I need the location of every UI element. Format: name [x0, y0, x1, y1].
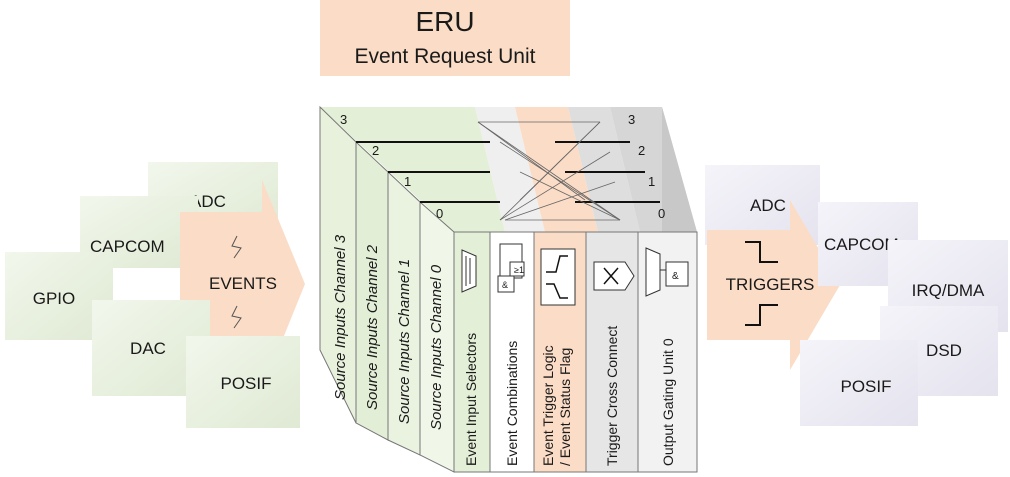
eru-cube: 3 2 1 0 3 2 1 0 Source Inputs Channel 3 …: [319, 105, 698, 473]
output-module-posif: POSIF: [800, 340, 918, 426]
column-label: Event Trigger Logic: [540, 345, 556, 466]
cross-connect-icon: [593, 261, 635, 291]
column-label: Trigger Cross Connect: [604, 326, 620, 466]
input-module-label: CAPCOM: [90, 237, 165, 256]
channel-number: 1: [404, 174, 411, 189]
column-label: Output Gating Unit 0: [660, 338, 676, 466]
input-module-label: DAC: [130, 339, 166, 358]
channel-label-2: Source Inputs Channel 2: [364, 244, 381, 410]
channel-label-1: Source Inputs Channel 1: [396, 259, 413, 424]
channel-number: 0: [436, 206, 443, 221]
svg-text:&: &: [672, 271, 679, 282]
channel-label-3: Source Inputs Channel 3: [332, 234, 349, 400]
output-module-label: ADC: [750, 196, 786, 215]
events-label: EVENTS: [209, 274, 277, 293]
channel-number: 3: [340, 112, 347, 127]
input-module-label: POSIF: [220, 374, 271, 393]
gating-icon: &: [645, 247, 689, 297]
logic-gate-icon: ≥1 &: [497, 243, 525, 293]
output-module-label: POSIF: [840, 377, 891, 396]
output-module-label: CAPCOM: [824, 235, 899, 254]
triggers-label: TRIGGERS: [726, 275, 815, 294]
input-module-posif: POSIF: [186, 336, 300, 428]
svg-text:&: &: [502, 280, 508, 290]
channel-label-0: Source Inputs Channel 0: [428, 264, 445, 430]
eru-full-name: Event Request Unit: [354, 45, 536, 68]
output-module-label: DSD: [926, 341, 962, 360]
input-module-label: GPIO: [33, 289, 76, 308]
cross-connect-mesh: [477, 121, 621, 221]
input-module-label: ADC: [190, 192, 226, 211]
output-module-label: IRQ/DMA: [912, 281, 985, 300]
output-number: 1: [648, 174, 655, 189]
eru-title-box: ERU Event Request Unit: [320, 0, 570, 76]
channel-number: 2: [372, 143, 379, 158]
output-number: 2: [638, 143, 645, 158]
triggers-arrow: TRIGGERS: [707, 200, 840, 370]
column-label: Event Input Selectors: [463, 333, 479, 466]
output-number: 0: [658, 206, 665, 221]
output-number: 3: [628, 112, 635, 127]
eru-acronym: ERU: [415, 6, 475, 37]
edge-trigger-icon: [540, 248, 576, 306]
column-label: / Event Status Flag: [557, 348, 573, 466]
mux-icon: [461, 249, 477, 293]
svg-text:≥1: ≥1: [514, 265, 524, 275]
column-label: Event Combinations: [504, 341, 520, 466]
